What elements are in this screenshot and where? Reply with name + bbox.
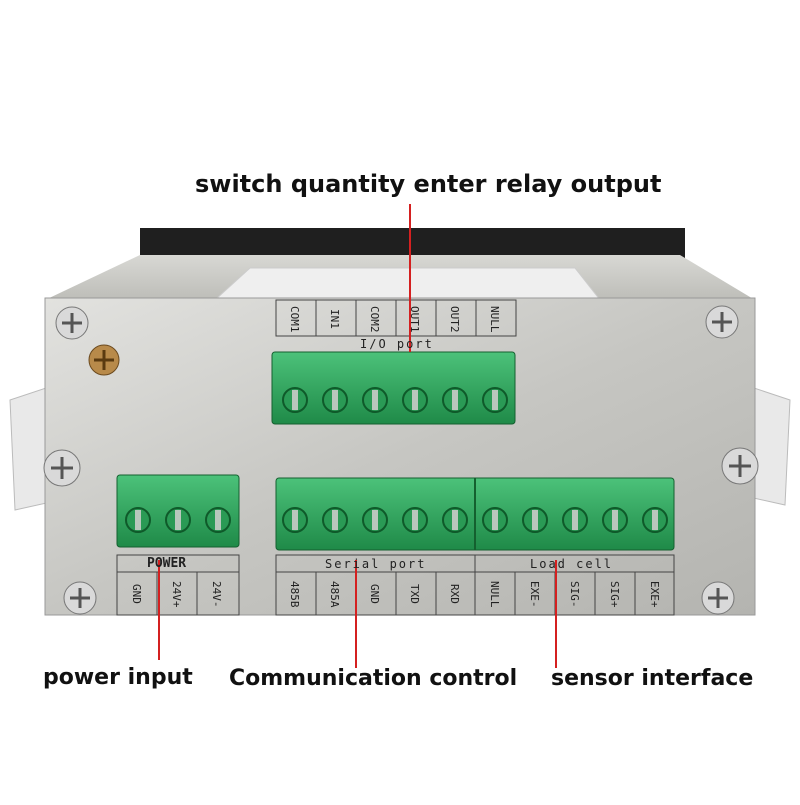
- serial-pin-label: RXD: [448, 584, 461, 604]
- callout-communication: Communication control: [229, 666, 518, 691]
- load-cell-pin-label: SIG-: [568, 580, 581, 608]
- load-cell-pin-label: EXE+: [648, 580, 661, 608]
- load-cell-title: Load cell: [530, 557, 614, 571]
- screw-icon: [721, 447, 759, 485]
- screw-icon: [701, 581, 735, 615]
- callout-relay-output: switch quantity enter relay output: [195, 170, 662, 198]
- callout-power-input: power input: [43, 665, 193, 690]
- serial-pin-label: GND: [368, 584, 381, 604]
- screw-icon: [63, 581, 97, 615]
- screw-icon: [705, 305, 739, 339]
- serial-pin-label: 485B: [288, 580, 301, 608]
- load-cell-pin-label: SIG+: [608, 580, 621, 608]
- screw-icon: [88, 344, 120, 376]
- screw-icon: [43, 449, 81, 487]
- power-pin-label: GND: [130, 584, 143, 604]
- io-pin-label: NULL: [488, 305, 501, 333]
- io-pin-label: COM2: [368, 305, 381, 333]
- serial-pin-label: TXD: [408, 584, 421, 604]
- io-pin-label: OUT1: [408, 305, 421, 333]
- callout-lines: [158, 204, 557, 668]
- io-terminal-block: [271, 351, 516, 425]
- power-label-box: [116, 554, 240, 616]
- io-pin-label: OUT2: [448, 305, 461, 333]
- load-cell-pin-label: NULL: [488, 580, 501, 608]
- io-port-title: I/O port: [360, 337, 434, 351]
- serial-port-title: Serial port: [325, 557, 427, 571]
- io-pin-label: COM1: [288, 305, 301, 333]
- serial-pin-label: 485A: [328, 580, 341, 608]
- power-title: POWER: [147, 556, 187, 571]
- back-panel: [44, 297, 756, 616]
- io-pin-label: IN1: [328, 309, 341, 329]
- power-pin-label: 24V-: [210, 580, 223, 608]
- screw-icon: [55, 306, 89, 340]
- label-sticker: [213, 267, 602, 301]
- callout-sensor-interface: sensor interface: [551, 666, 754, 691]
- power-pin-label: 24V+: [170, 580, 183, 608]
- load-cell-pin-label: EXE-: [528, 580, 541, 608]
